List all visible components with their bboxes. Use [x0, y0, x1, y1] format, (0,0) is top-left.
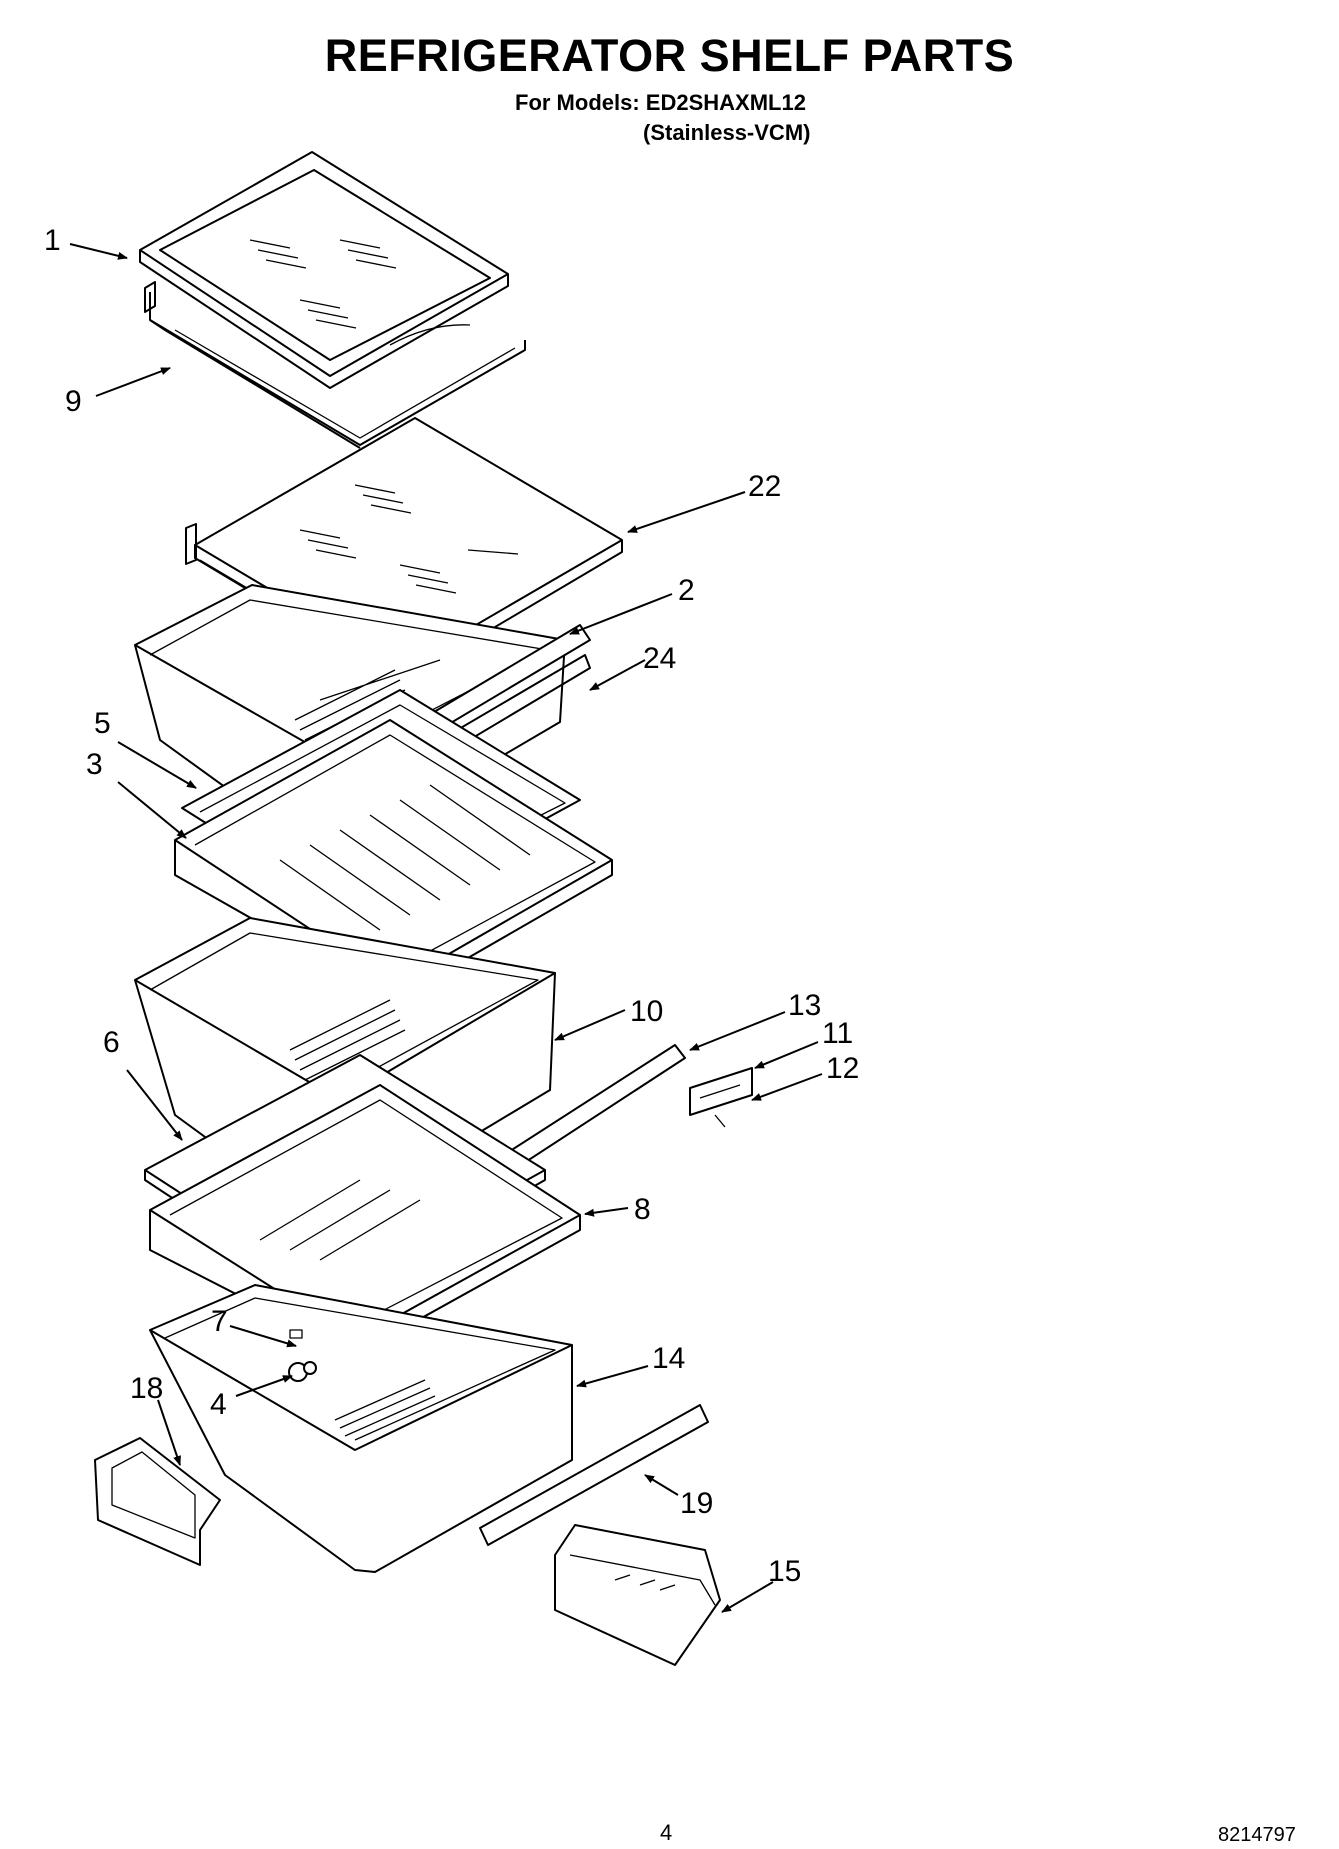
callout-5: 5	[94, 707, 111, 740]
part-15-bin	[554, 1524, 721, 1666]
part-18-panel	[94, 1437, 221, 1566]
callout-4: 4	[210, 1388, 227, 1421]
callout-13: 13	[788, 989, 821, 1022]
callout-10: 10	[630, 995, 663, 1028]
callout-labels: 1 9 22 2 24 5 3 10 13 11 12 6 8 7 14 18 …	[44, 224, 859, 1588]
callout-11: 11	[822, 1017, 853, 1050]
part-7-clip	[289, 1329, 303, 1339]
part-19-rail	[479, 1404, 709, 1546]
finish-line: (Stainless-VCM)	[643, 120, 811, 145]
part-1-glass-shelf	[139, 151, 509, 389]
document-number: 8214797	[1218, 1824, 1296, 1846]
callout-6: 6	[103, 1026, 120, 1059]
callout-19: 19	[680, 1487, 713, 1520]
callout-12: 12	[826, 1052, 859, 1085]
callout-3: 3	[86, 748, 103, 781]
part-4-knob	[288, 1361, 317, 1382]
models-line: For Models: ED2SHAXML12	[515, 90, 806, 115]
page-title: REFRIGERATOR SHELF PARTS	[324, 30, 1015, 81]
callout-22: 22	[748, 470, 781, 503]
callout-14: 14	[652, 1342, 685, 1375]
callout-18: 18	[130, 1372, 163, 1405]
part-11-12-clip	[689, 1067, 753, 1128]
callout-2: 2	[678, 574, 695, 607]
leader-lines	[69, 243, 823, 1613]
callout-1: 1	[44, 224, 61, 257]
part-14-drawer	[149, 1284, 573, 1573]
part-9-shelf-frame	[144, 281, 526, 449]
callout-9: 9	[65, 385, 82, 418]
callout-7: 7	[211, 1305, 228, 1338]
part-8-cover-frame	[149, 1084, 581, 1356]
callout-15: 15	[768, 1555, 801, 1588]
callout-24: 24	[643, 642, 676, 675]
callout-8: 8	[634, 1193, 651, 1226]
part-10-crisper-pan	[134, 917, 556, 1214]
page-number: 4	[660, 1820, 673, 1845]
